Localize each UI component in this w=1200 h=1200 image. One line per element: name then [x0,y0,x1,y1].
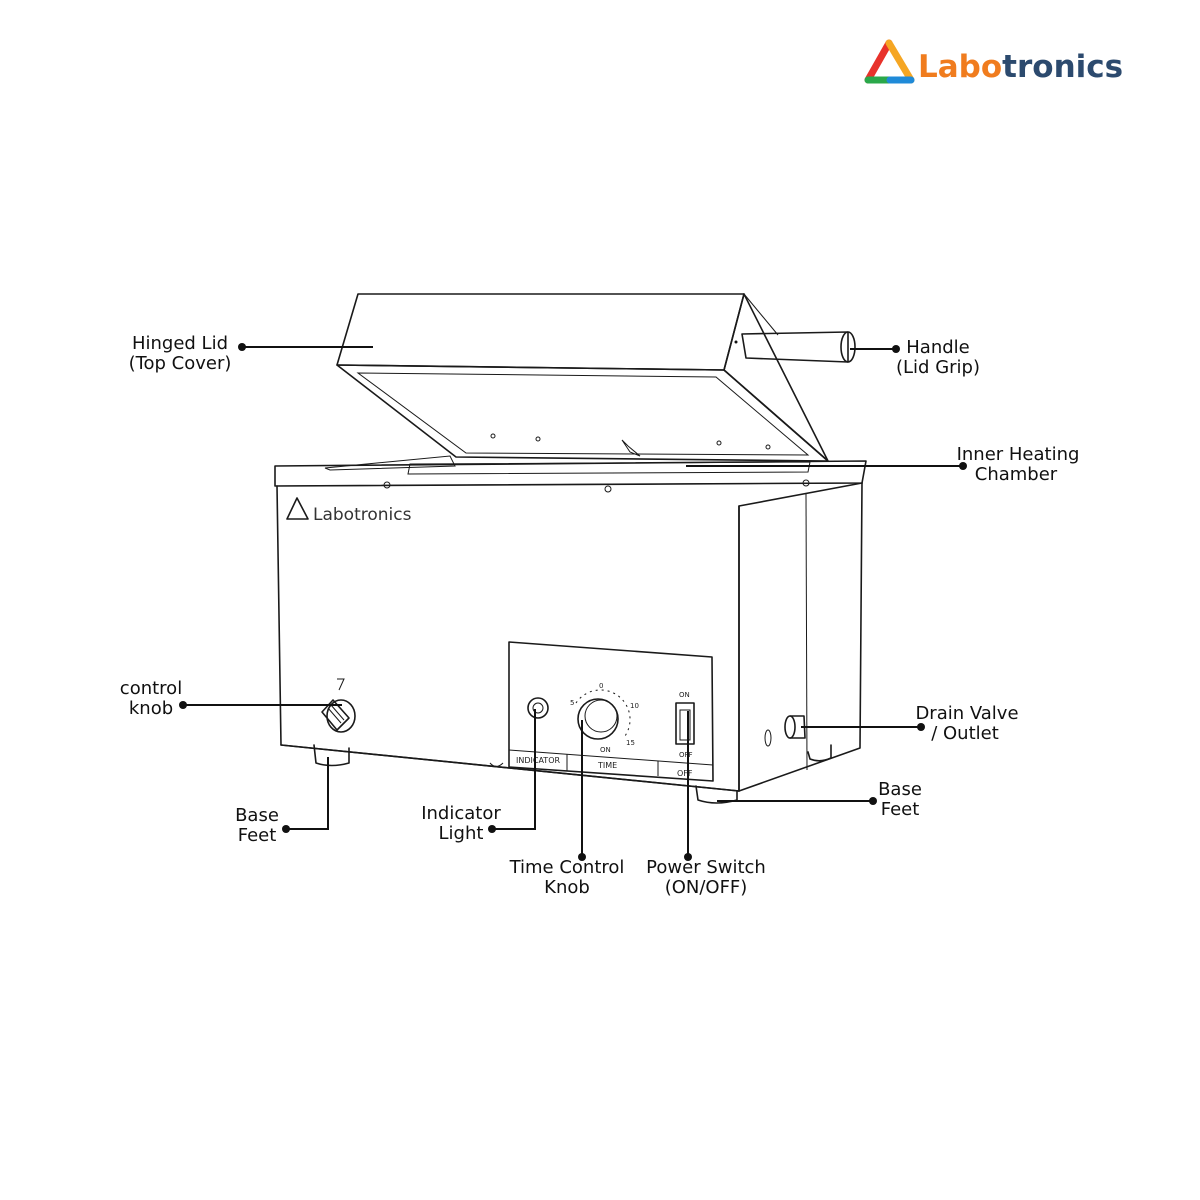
label-base-feet-right-line2: Feet [881,799,920,820]
svg-text:10: 10 [630,702,639,710]
dial-on-text: ON [600,746,611,754]
device-brand: Labotronics [286,497,412,525]
label-time-knob-line2: Knob [544,877,590,898]
time-control-knob[interactable]: 0 5 10 15 ON [570,682,639,754]
label-inner-chamber-line1: Inner Heating [957,444,1080,465]
label-power-switch-line1: Power Switch [646,857,766,878]
label-handle-line2: (Lid Grip) [896,357,980,378]
label-indicator-light-line2: Light [439,823,484,844]
brand-name-part2: tronics [1002,49,1123,85]
power-switch[interactable]: ON OFF [675,691,695,759]
label-power-switch-line2: (ON/OFF) [665,877,748,898]
label-indicator-light-line1: Indicator [421,803,501,824]
label-control-knob-line1: control [120,678,182,699]
label-drain-valve-line2: / Outlet [931,723,999,744]
control-panel: INDICATOR TIME OFF 0 5 10 15 ON ON [508,641,714,782]
panel-off-text: OFF [677,769,693,778]
label-inner-chamber-line2: Chamber [975,464,1058,485]
label-hinged-lid-line2: (Top Cover) [129,353,232,374]
label-control-knob-line2: knob [129,698,173,719]
callout-labels: Hinged Lid (Top Cover) Handle (Lid Grip)… [120,333,1080,898]
svg-text:15: 15 [626,739,635,747]
leader-lines [179,343,967,861]
device-brand-text: Labotronics [313,505,412,525]
water-bath-illustration: Labotronics INDICATOR TIME OFF 0 5 10 15 [274,293,867,804]
brand-name-part1: Labo [918,49,1002,85]
lid-handle [734,331,856,363]
switch-off-text: OFF [679,751,693,759]
drain-valve [764,715,806,747]
panel-time-text: TIME [597,761,617,770]
brand-name: Labotronics [918,49,1123,85]
label-base-feet-right-line1: Base [878,779,922,800]
label-hinged-lid-line1: Hinged Lid [132,333,228,354]
bath-top-rim [274,455,867,493]
device-logo-icon [286,497,309,520]
indicator-light [527,697,549,719]
svg-text:5: 5 [570,699,574,707]
label-base-feet-left-line2: Feet [238,825,277,846]
bath-body [276,482,863,792]
label-base-feet-left-line1: Base [235,805,279,826]
svg-text:0: 0 [599,682,603,690]
switch-on-text: ON [679,691,690,699]
hinged-lid [336,293,829,462]
label-time-knob-line1: Time Control [509,857,625,878]
label-handle-line1: Handle [906,337,969,358]
brand-logo: Labotronics [864,39,1123,85]
triangle-logo-icon [864,39,915,84]
panel-indicator-text: INDICATOR [516,756,560,765]
label-drain-valve-line1: Drain Valve [915,703,1018,724]
